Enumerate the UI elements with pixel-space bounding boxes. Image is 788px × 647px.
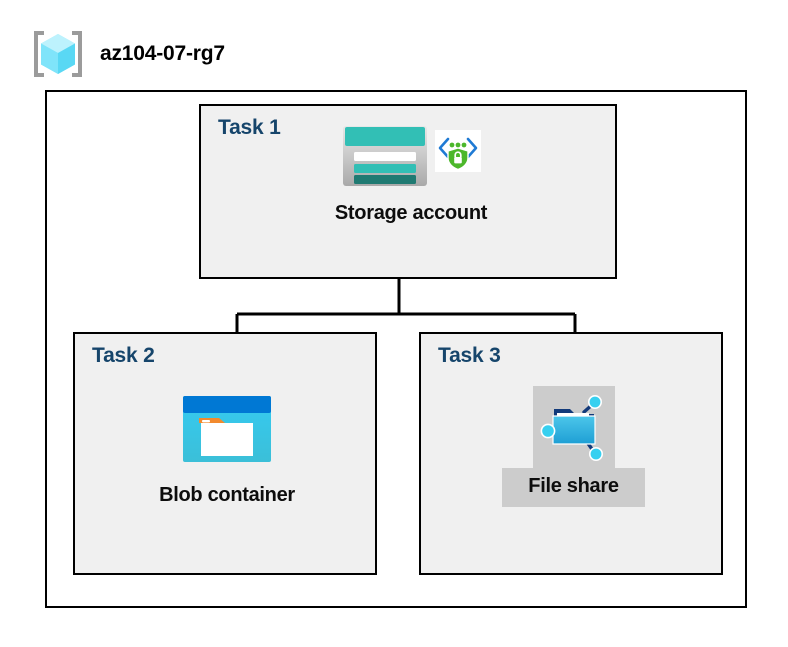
blob-container-icon [181, 394, 273, 464]
file-share-icon-highlight [532, 386, 615, 468]
resource-group-header: az104-07-rg7 [30, 28, 225, 80]
storage-account-icon [341, 124, 429, 188]
file-share-caption-highlight: File share [502, 468, 645, 507]
task-1-label: Task 1 [218, 116, 281, 139]
blob-container-caption: Blob container [159, 484, 295, 506]
task-3-label: Task 3 [438, 344, 501, 367]
node-file-share[interactable]: File share [476, 386, 671, 507]
node-storage-account[interactable]: Storage account [301, 124, 521, 225]
resource-group-boundary: Task 1 [45, 90, 747, 608]
file-share-caption: File share [528, 475, 619, 497]
resource-group-icon [30, 28, 86, 80]
task-3-group: Task 3 [419, 332, 723, 575]
node-blob-container[interactable]: Blob container [127, 394, 327, 507]
task-2-label: Task 2 [92, 344, 155, 367]
secure-identity-icon [435, 124, 481, 172]
file-share-icon [537, 390, 611, 464]
page-title: az104-07-rg7 [100, 42, 225, 65]
storage-account-caption: Storage account [334, 202, 488, 224]
task-1-group: Task 1 [199, 104, 617, 279]
task-2-group: Task 2 [73, 332, 377, 575]
